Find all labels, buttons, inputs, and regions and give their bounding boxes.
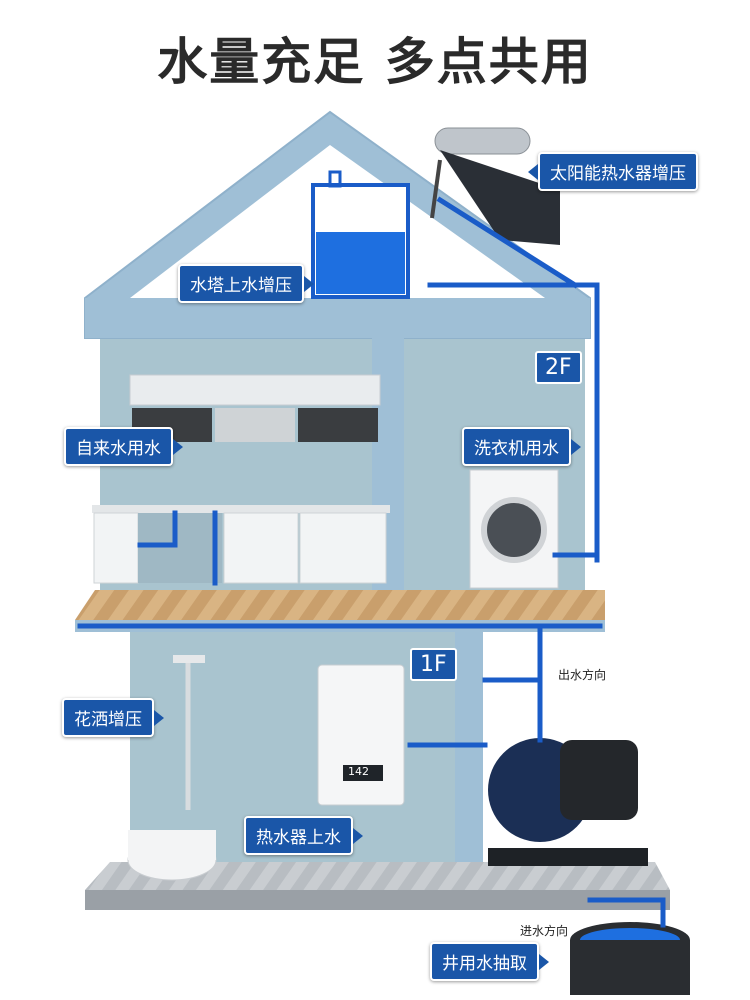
label-solar: 太阳能热水器增压 xyxy=(528,152,698,191)
sink-pipe-area xyxy=(138,513,222,583)
outlet-direction: 出水方向 xyxy=(558,668,607,682)
upper-cabinets xyxy=(129,374,381,406)
heater-display: 142 xyxy=(348,765,369,778)
label-heater: 热水器上水 xyxy=(244,816,363,855)
pipe-kitchen xyxy=(137,510,178,548)
label-well: 井用水抽取 xyxy=(430,942,549,981)
tank-vent xyxy=(328,170,342,188)
range-hood xyxy=(215,408,295,442)
heater-screen xyxy=(343,765,383,781)
base-cabinet-left xyxy=(93,512,139,584)
pump-base xyxy=(488,848,648,866)
water-heater xyxy=(317,664,405,806)
pipe-riser xyxy=(427,282,600,563)
label-tap: 自来水用水 xyxy=(64,427,183,466)
washer-door xyxy=(481,497,547,563)
well-body xyxy=(570,940,690,995)
label-shower: 花洒增压 xyxy=(62,698,164,737)
base-cabinet-mid xyxy=(223,512,299,584)
pipe-solar xyxy=(436,196,579,289)
solar-stand xyxy=(430,159,442,219)
lower-column xyxy=(455,630,483,890)
floor-1-slab xyxy=(85,890,670,910)
label-tower: 水塔上水增压 xyxy=(178,264,314,303)
shower-head xyxy=(173,655,205,663)
bathtub-body xyxy=(128,830,216,860)
pipe-inlet xyxy=(587,897,666,928)
attic-beam xyxy=(85,298,590,338)
counter-top xyxy=(92,505,390,513)
floor-label-2f: 2F xyxy=(535,351,582,384)
page-title: 水量充足 多点共用 xyxy=(157,33,593,91)
solar-tank xyxy=(434,127,531,155)
tank-water xyxy=(316,232,405,294)
floor-label-1f: 1F xyxy=(410,648,457,681)
pump-motor xyxy=(560,740,638,820)
floor-2-wood xyxy=(75,590,605,620)
base-cabinet-right xyxy=(299,512,387,584)
pipes xyxy=(77,196,666,928)
inlet-direction: 进水方向 xyxy=(520,924,569,938)
label-washer: 洗衣机用水 xyxy=(462,427,581,466)
oven-right xyxy=(298,408,378,442)
floor-1-tile xyxy=(85,862,670,890)
solar-panel xyxy=(440,150,560,245)
